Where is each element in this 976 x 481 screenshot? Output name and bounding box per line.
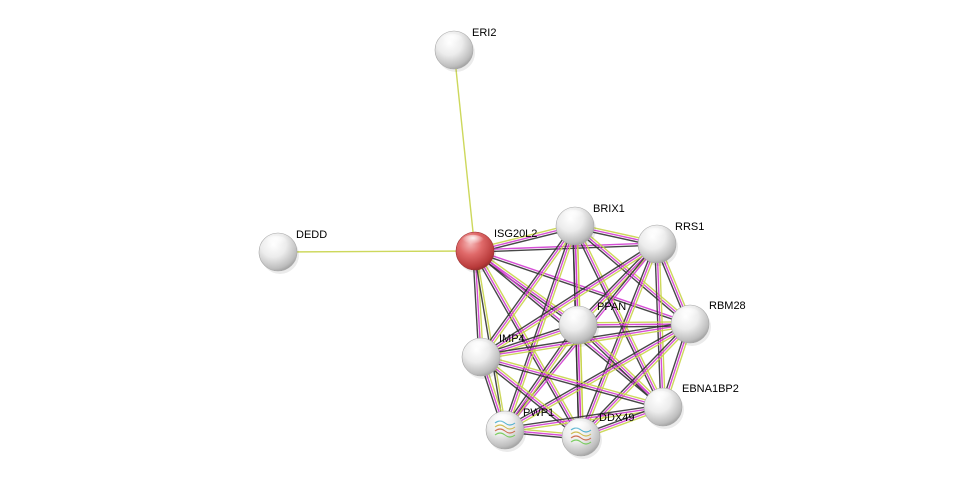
edge-line-textmining — [475, 248, 580, 324]
node-highlight — [461, 234, 485, 248]
edge-line-experiments — [480, 356, 664, 408]
node-highlight — [649, 390, 673, 404]
node-highlight — [264, 235, 288, 249]
edge-line-experiments — [480, 243, 658, 358]
edge-line-coexpression — [502, 225, 574, 430]
node-rrs1[interactable]: RRS1 — [637, 221, 704, 266]
node-highlight — [440, 33, 464, 47]
edge-line-coexpression — [474, 251, 690, 326]
edge-line-experiments — [580, 243, 658, 438]
edge-line-textmining — [453, 49, 476, 252]
edge-imp4-ebna1bp2[interactable] — [480, 354, 664, 410]
edge-line-experiments — [504, 225, 576, 431]
edge-line-experiments — [480, 225, 576, 358]
edge-line-textmining — [582, 325, 693, 440]
edge-brix1-pwp1[interactable] — [502, 225, 578, 431]
node-label: PWP1 — [523, 407, 554, 419]
edge-line-coexpression — [478, 224, 574, 357]
edge-line-textmining — [658, 243, 666, 407]
edge-line-coexpression — [479, 241, 657, 356]
edge-line-textmining — [481, 354, 583, 436]
node-label: DDX49 — [599, 412, 634, 424]
edge-line-experiments — [475, 249, 691, 324]
edge-line-experiments — [504, 323, 691, 431]
node-label: RRS1 — [675, 221, 704, 233]
edge-line-textmining — [277, 250, 476, 253]
node-label: PPAN — [597, 301, 626, 313]
edge-line-coexpression — [572, 226, 662, 409]
node-brix1[interactable]: BRIX1 — [555, 203, 625, 248]
edge-rrs1-ebna1bp2[interactable] — [654, 243, 666, 408]
node-pwp1[interactable]: PWP1 — [485, 407, 554, 452]
node-ppan[interactable]: PPAN — [558, 301, 626, 347]
node-label: RBM28 — [709, 300, 746, 312]
node-eri2[interactable]: ERI2 — [434, 27, 496, 72]
edge-line-coexpression — [475, 244, 658, 253]
edge-line-experiments — [656, 243, 664, 408]
node-label: DEDD — [296, 229, 327, 241]
edge-line-coexpression — [503, 321, 690, 429]
edge-line-textmining — [506, 226, 578, 431]
node-label: ISG20L2 — [494, 228, 537, 240]
node-highlight — [564, 308, 588, 322]
edge-line-coexpression — [480, 358, 663, 410]
node-ebna1bp2[interactable]: EBNA1BP2 — [643, 383, 739, 429]
edge-line-coexpression — [504, 404, 663, 429]
node-label: EBNA1BP2 — [682, 383, 739, 395]
node-dedd[interactable]: DEDD — [258, 229, 327, 274]
edge-line-textmining — [481, 245, 659, 360]
node-highlight — [491, 413, 515, 427]
node-label: ERI2 — [472, 27, 496, 39]
node-label: BRIX1 — [593, 203, 625, 215]
edge-rrs1-ddx49[interactable] — [578, 242, 660, 439]
edge-isg20l2-dedd[interactable] — [277, 250, 476, 253]
edge-rbm28-pwp1[interactable] — [503, 321, 692, 433]
edge-line-textmining — [582, 244, 660, 439]
node-isg20l2[interactable]: ISG20L2 — [455, 228, 537, 273]
edge-isg20l2-eri2[interactable] — [453, 49, 476, 252]
edge-brix1-ebna1bp2[interactable] — [572, 224, 666, 409]
edge-line-coexpression — [578, 242, 656, 437]
edge-line-experiments — [574, 225, 664, 408]
node-highlight — [561, 209, 585, 223]
node-highlight — [676, 307, 700, 321]
node-label: IMP4 — [499, 333, 525, 345]
edge-line-textmining — [505, 325, 692, 433]
edge-isg20l2-rbm28[interactable] — [474, 249, 691, 326]
edge-line-experiments — [504, 324, 579, 431]
node-ddx49[interactable]: DDX49 — [561, 412, 634, 459]
edge-line-coexpression — [479, 358, 581, 440]
edge-rrs1-imp4[interactable] — [479, 241, 659, 360]
edge-line-coexpression — [654, 244, 662, 408]
node-imp4[interactable]: IMP4 — [461, 333, 525, 379]
edge-line-textmining — [481, 325, 691, 360]
node-highlight — [467, 340, 491, 354]
node-highlight — [567, 420, 591, 434]
edge-line-textmining — [481, 354, 664, 406]
node-highlight — [643, 227, 667, 241]
node-rbm28[interactable]: RBM28 — [670, 300, 746, 346]
edge-line-textmining — [576, 224, 666, 407]
edge-line-textmining — [482, 226, 578, 359]
edge-brix1-imp4[interactable] — [478, 224, 578, 359]
